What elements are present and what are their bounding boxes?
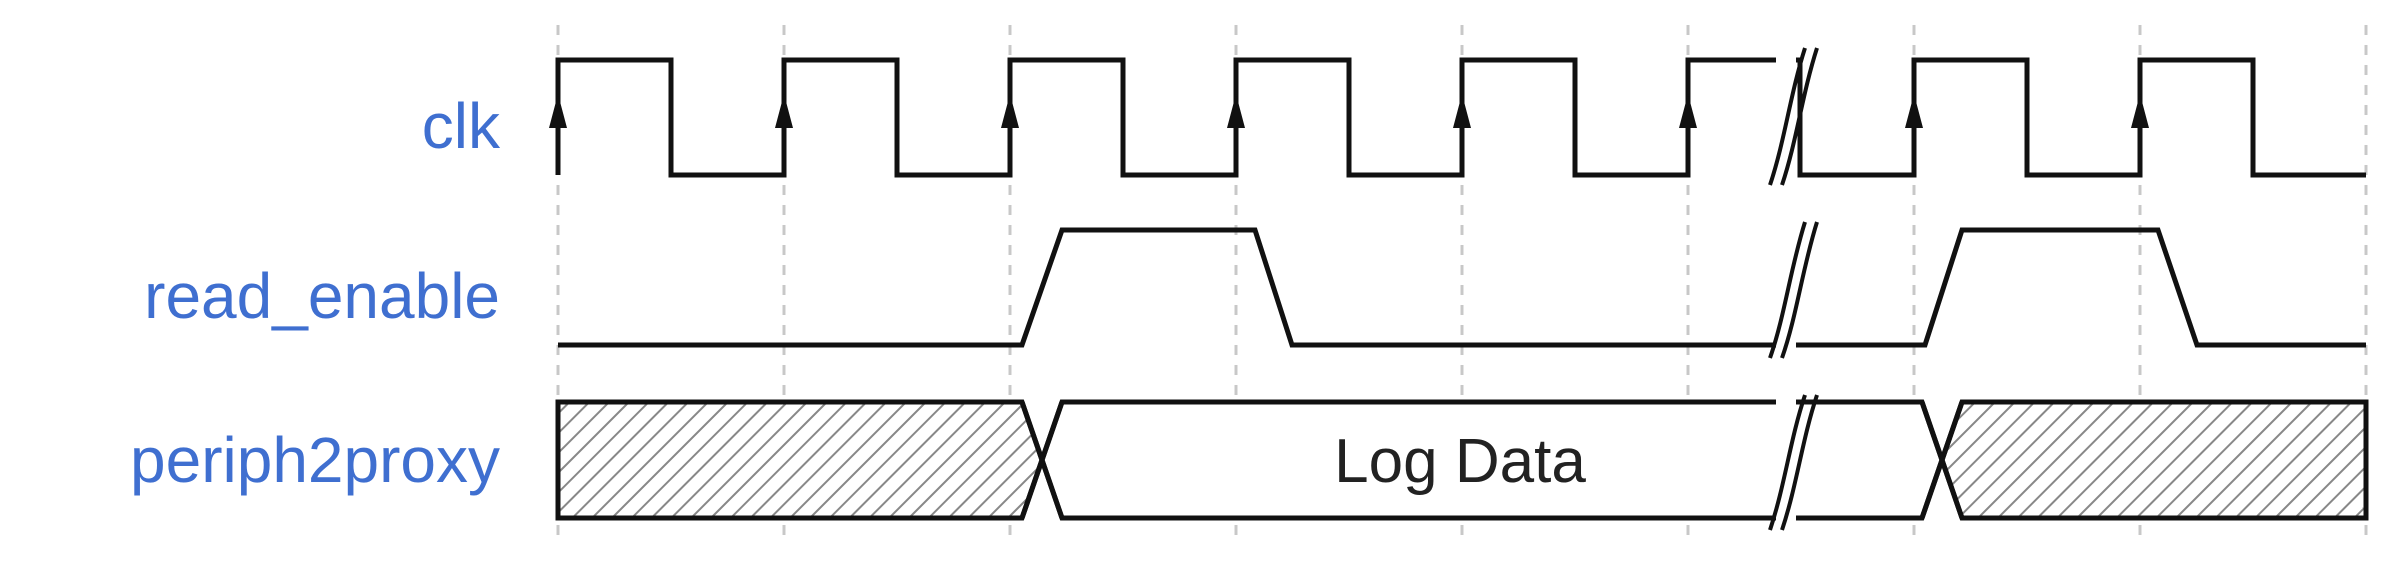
clk-waveform [555, 57, 2366, 178]
rising-edge-arrow-icon [549, 94, 567, 128]
rising-edge-arrow-icon [1227, 94, 1245, 128]
rising-edge-arrow-icon [1001, 94, 1019, 128]
clk-edge-arrows [549, 94, 2149, 128]
rising-edge-arrow-icon [2131, 94, 2149, 128]
dont-care-region [555, 399, 1045, 521]
rising-edge-arrow-icon [775, 94, 793, 128]
periph2proxy-label: periph2proxy [130, 424, 500, 496]
dont-care-region [1939, 399, 2369, 521]
rising-edge-arrow-icon [1905, 94, 1923, 128]
time-break-marker-icon [1768, 40, 1819, 533]
rising-edge-arrow-icon [1679, 94, 1697, 128]
read-enable-label: read_enable [144, 260, 500, 332]
clk-label: clk [422, 90, 501, 162]
log-data-label: Log Data [1334, 427, 1586, 496]
rising-edge-arrow-icon [1453, 94, 1471, 128]
data-transition [1019, 401, 1065, 519]
data-transition [1919, 401, 1965, 519]
